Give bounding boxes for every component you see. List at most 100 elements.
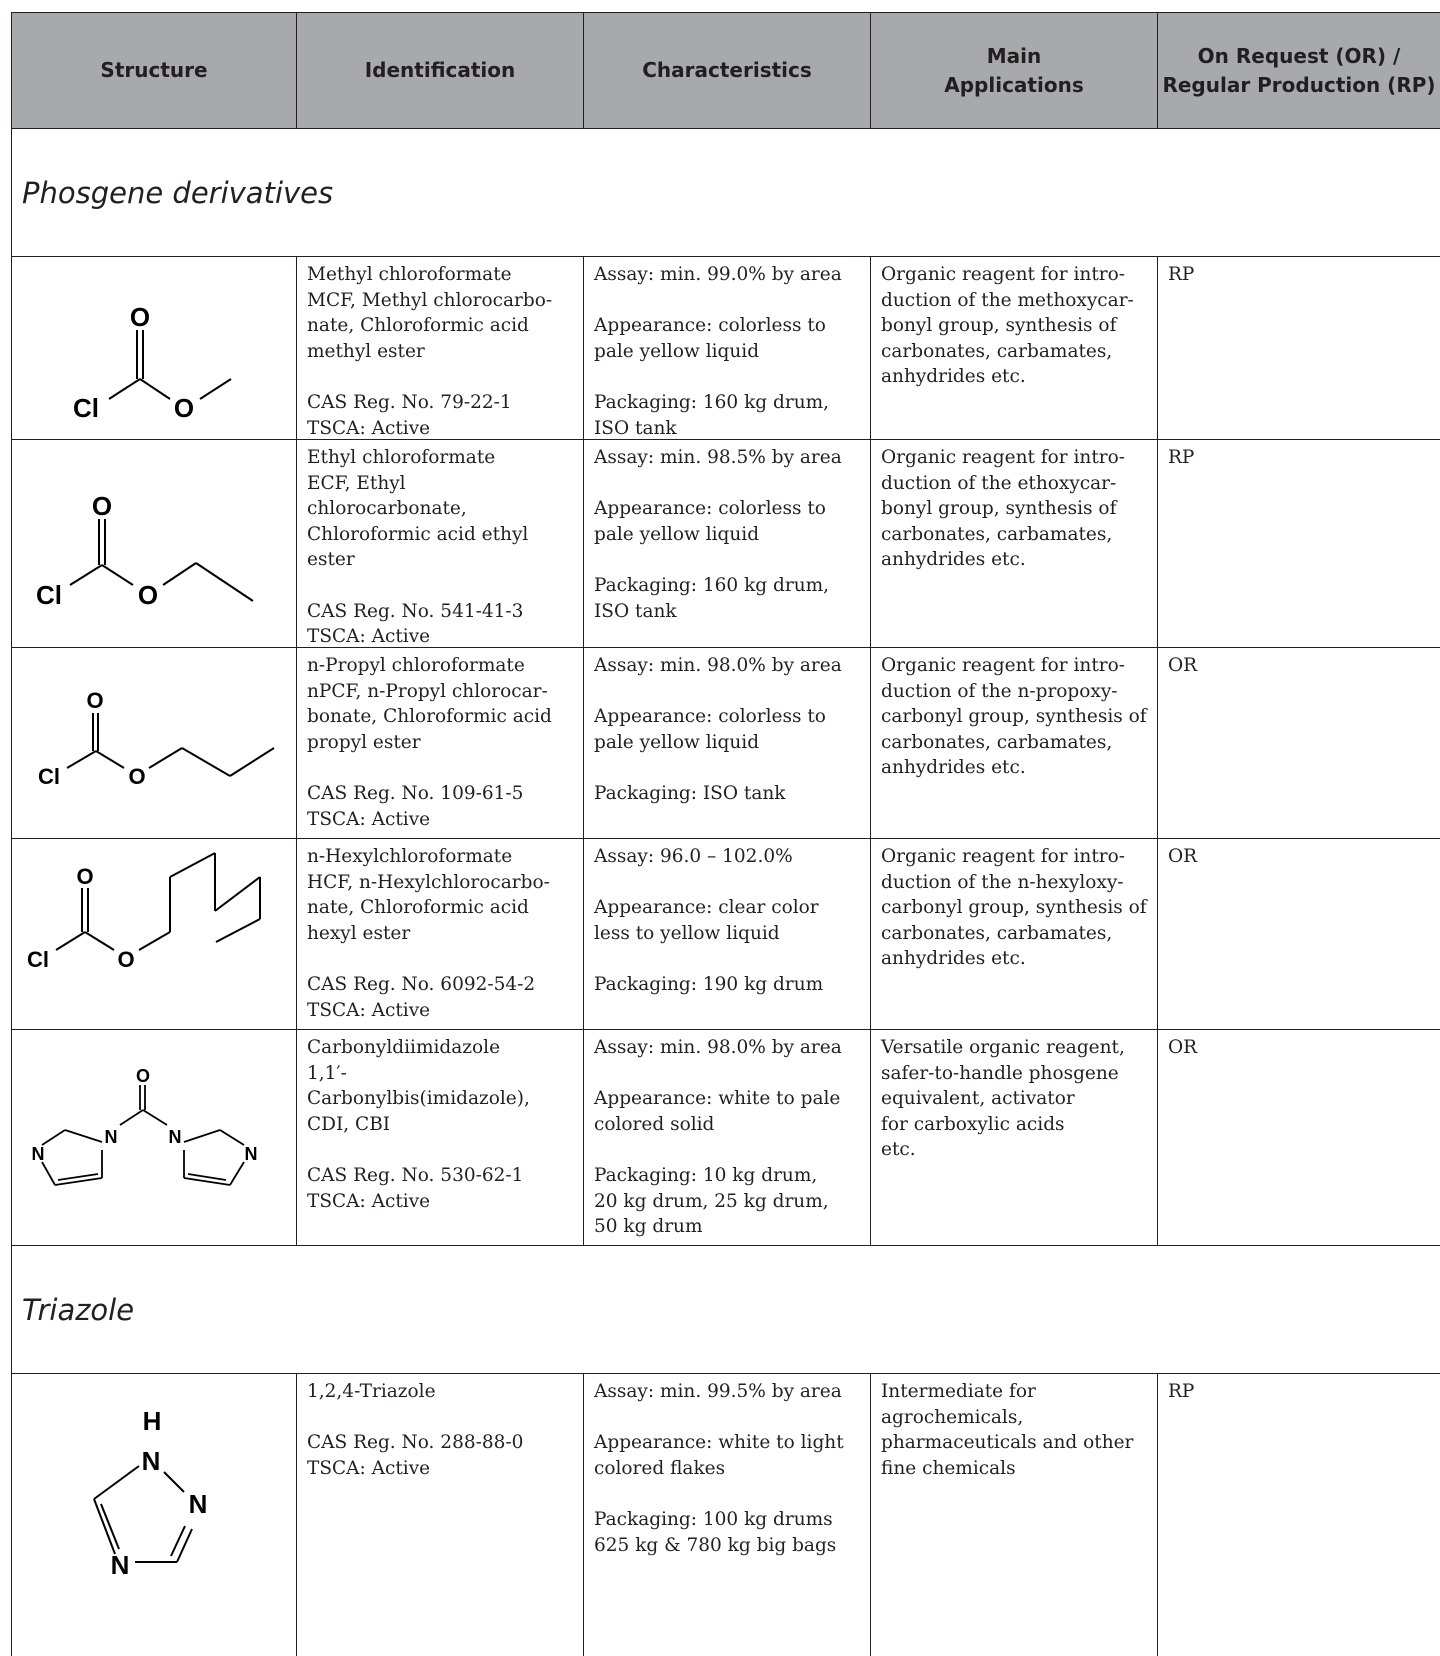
appearance-text: Appearance: clear color less to yellow l… [594,897,819,944]
atom-oxygen: O [130,302,150,332]
packaging-text: Packaging: 160 kg drum, ISO tank [594,574,830,622]
structure-cell: O Cl O [12,257,297,439]
header-characteristics: Characteristics [584,13,871,128]
atom-oxygen: O [138,580,158,610]
header-applications: Main Applications [871,13,1158,128]
applications-cell: Organic reagent for intro- duction of th… [871,440,1158,647]
chemical-name: Methyl chloroformate MCF, Methyl chloroc… [307,264,553,362]
atom-chlorine: Cl [27,947,49,972]
table-row: O N N N N Carbonyldiimidazole 1,1′- Carb… [12,1030,1440,1246]
packaging-text: Packaging: 10 kg drum, 20 kg drum, 25 kg… [594,1164,829,1238]
header-structure: Structure [12,13,297,128]
cas-number: CAS Reg. No. 79-22-1 TSCA: Active [307,391,512,439]
atom-oxygen: O [117,947,134,972]
atom-nitrogen: N [189,1489,208,1519]
appearance-text: Appearance: white to light colored flake… [594,1432,844,1479]
atom-nitrogen: N [169,1127,182,1147]
structure-cell: O Cl O [12,440,297,647]
atom-oxygen: O [86,688,103,713]
cas-number: CAS Reg. No. 288-88-0 TSCA: Active [307,1432,524,1479]
atom-oxygen: O [174,393,194,423]
production-cell: RP [1158,257,1440,439]
structure-cell: H N N N [12,1374,297,1656]
appearance-text: Appearance: colorless to pale yellow liq… [594,315,826,362]
table-row: O Cl O n-Propyl chloroformate nPCF, n-Pr… [12,648,1440,839]
production-cell: OR [1158,1030,1440,1245]
chemical-name: Ethyl chloroformate ECF, Ethyl chlorocar… [307,447,529,571]
hexyl-chloroformate-structure: O Cl O [27,852,261,972]
atom-chlorine: Cl [36,580,62,610]
chemical-name: 1,2,4-Triazole [307,1381,436,1402]
carbonyldiimidazole-structure: O N N N N [32,1066,258,1186]
atom-oxygen: O [92,491,112,521]
assay-text: Assay: min. 98.5% by area [594,447,842,468]
cas-number: CAS Reg. No. 109-61-5 TSCA: Active [307,782,524,830]
atom-oxygen: O [76,864,93,889]
triazole-structure: H N N N [93,1406,208,1580]
cas-number: CAS Reg. No. 541-41-3 TSCA: Active [307,600,524,647]
atom-nitrogen: N [32,1144,45,1164]
packaging-text: Packaging: ISO tank [594,782,786,804]
product-table: Structure Identification Characteristics… [11,12,1440,1656]
atom-nitrogen: N [105,1127,118,1147]
chemical-name: n-Propyl chloroformate nPCF, n-Propyl ch… [307,655,552,753]
ethyl-chloroformate-structure: O Cl O [36,491,254,610]
packaging-text: Packaging: 190 kg drum [594,973,824,995]
section-title-triazole: Triazole [12,1246,1440,1374]
cas-number: CAS Reg. No. 530-62-1 TSCA: Active [307,1164,524,1212]
identification-cell: Ethyl chloroformate ECF, Ethyl chlorocar… [297,440,584,647]
header-production: On Request (OR) / Regular Production (RP… [1158,13,1440,128]
methyl-chloroformate-structure: O Cl O [73,302,232,423]
chemical-name: Carbonyldiimidazole 1,1′- Carbonylbis(im… [307,1037,530,1135]
applications-cell: Organic reagent for intro- duction of th… [871,648,1158,838]
applications-cell: Organic reagent for intro- duction of th… [871,257,1158,439]
assay-text: Assay: min. 98.0% by area [594,655,842,676]
atom-oxygen: O [128,764,145,789]
atom-hydrogen: H [143,1406,162,1436]
assay-text: Assay: min. 98.0% by area [594,1037,842,1058]
identification-cell: Methyl chloroformate MCF, Methyl chloroc… [297,257,584,439]
atom-nitrogen: N [245,1144,258,1164]
cas-number: CAS Reg. No. 6092-54-2 TSCA: Active [307,973,536,1021]
structure-cell: O Cl O [12,648,297,838]
production-cell: RP [1158,1374,1440,1656]
appearance-text: Appearance: colorless to pale yellow liq… [594,498,826,545]
header-identification: Identification [297,13,584,128]
structure-cell: O Cl O [12,839,297,1029]
packaging-text: Packaging: 160 kg drum, ISO tank [594,391,830,439]
table-header: Structure Identification Characteristics… [12,13,1440,129]
production-cell: OR [1158,839,1440,1029]
appearance-text: Appearance: colorless to pale yellow liq… [594,706,826,753]
characteristics-cell: Assay: 96.0 – 102.0% Appearance: clear co… [584,839,871,1029]
propyl-chloroformate-structure: O Cl O [38,688,275,789]
appearance-text: Appearance: white to pale colored solid [594,1088,841,1135]
assay-text: Assay: 96.0 – 102.0% [594,846,793,867]
atom-oxygen: O [136,1066,150,1086]
atom-chlorine: Cl [73,393,99,423]
structure-cell: O N N N N [12,1030,297,1245]
applications-cell: Intermediate for agrochemicals, pharmace… [871,1374,1158,1656]
production-cell: RP [1158,440,1440,647]
identification-cell: n-Hexylchloroformate HCF, n-Hexylchloroc… [297,839,584,1029]
assay-text: Assay: min. 99.0% by area [594,264,842,285]
table-row: O Cl O Methyl chloroformate MCF, Methyl … [12,257,1440,440]
section-title-phosgene: Phosgene derivatives [12,129,1440,257]
table-row: O Cl O n-Hexylchloroformate HCF, n-Hexyl… [12,839,1440,1030]
applications-cell: Organic reagent for intro- duction of th… [871,839,1158,1029]
table-row: O Cl O Ethyl chloroformate ECF, Ethyl ch… [12,440,1440,648]
production-cell: OR [1158,648,1440,838]
chemical-name: n-Hexylchloroformate HCF, n-Hexylchloroc… [307,846,550,944]
atom-nitrogen: N [111,1550,130,1580]
atom-chlorine: Cl [38,764,60,789]
assay-text: Assay: min. 99.5% by area [594,1381,842,1402]
packaging-text: Packaging: 100 kg drums 625 kg & 780 kg … [594,1508,837,1556]
applications-cell: Versatile organic reagent, safer-to-hand… [871,1030,1158,1245]
identification-cell: Carbonyldiimidazole 1,1′- Carbonylbis(im… [297,1030,584,1245]
